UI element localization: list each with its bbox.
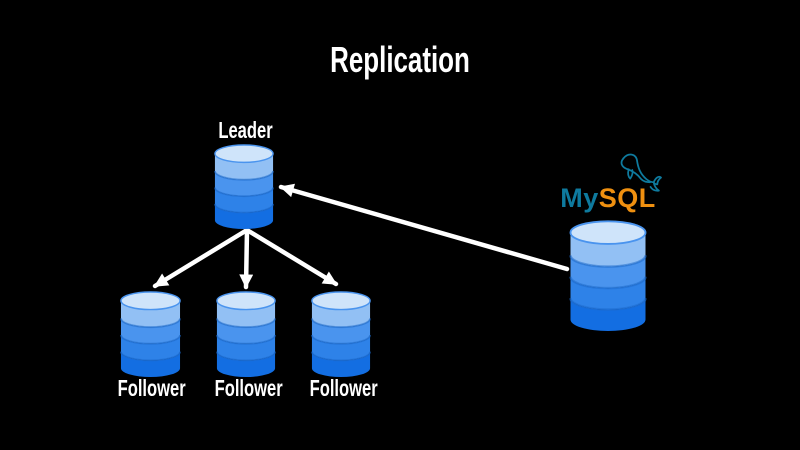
arrow-leader-to-follower-2 bbox=[239, 227, 254, 290]
arrow-mysql-to-leader bbox=[278, 183, 570, 272]
mysql-wordmark-sql: SQL bbox=[598, 183, 656, 213]
mysql-wordmark-my: My bbox=[560, 183, 599, 213]
mysql-dolphin-icon bbox=[620, 153, 662, 192]
diagram-title: Replication bbox=[330, 39, 470, 80]
arrow-leader-to-follower-1 bbox=[152, 227, 250, 289]
follower-3-label: Follower bbox=[309, 375, 378, 401]
follower-2-label: Follower bbox=[214, 375, 283, 401]
follower-1-db-icon bbox=[119, 291, 182, 377]
leader-db-icon bbox=[213, 144, 275, 229]
follower-1-label: Follower bbox=[117, 375, 186, 401]
mysql-db-icon bbox=[569, 220, 647, 331]
mysql-wordmark: MySQL bbox=[546, 185, 670, 212]
follower-3-db-icon bbox=[310, 291, 372, 377]
leader-label: Leader bbox=[218, 117, 273, 143]
arrow-leader-to-follower-3 bbox=[244, 227, 339, 287]
follower-2-db-icon bbox=[215, 291, 277, 377]
